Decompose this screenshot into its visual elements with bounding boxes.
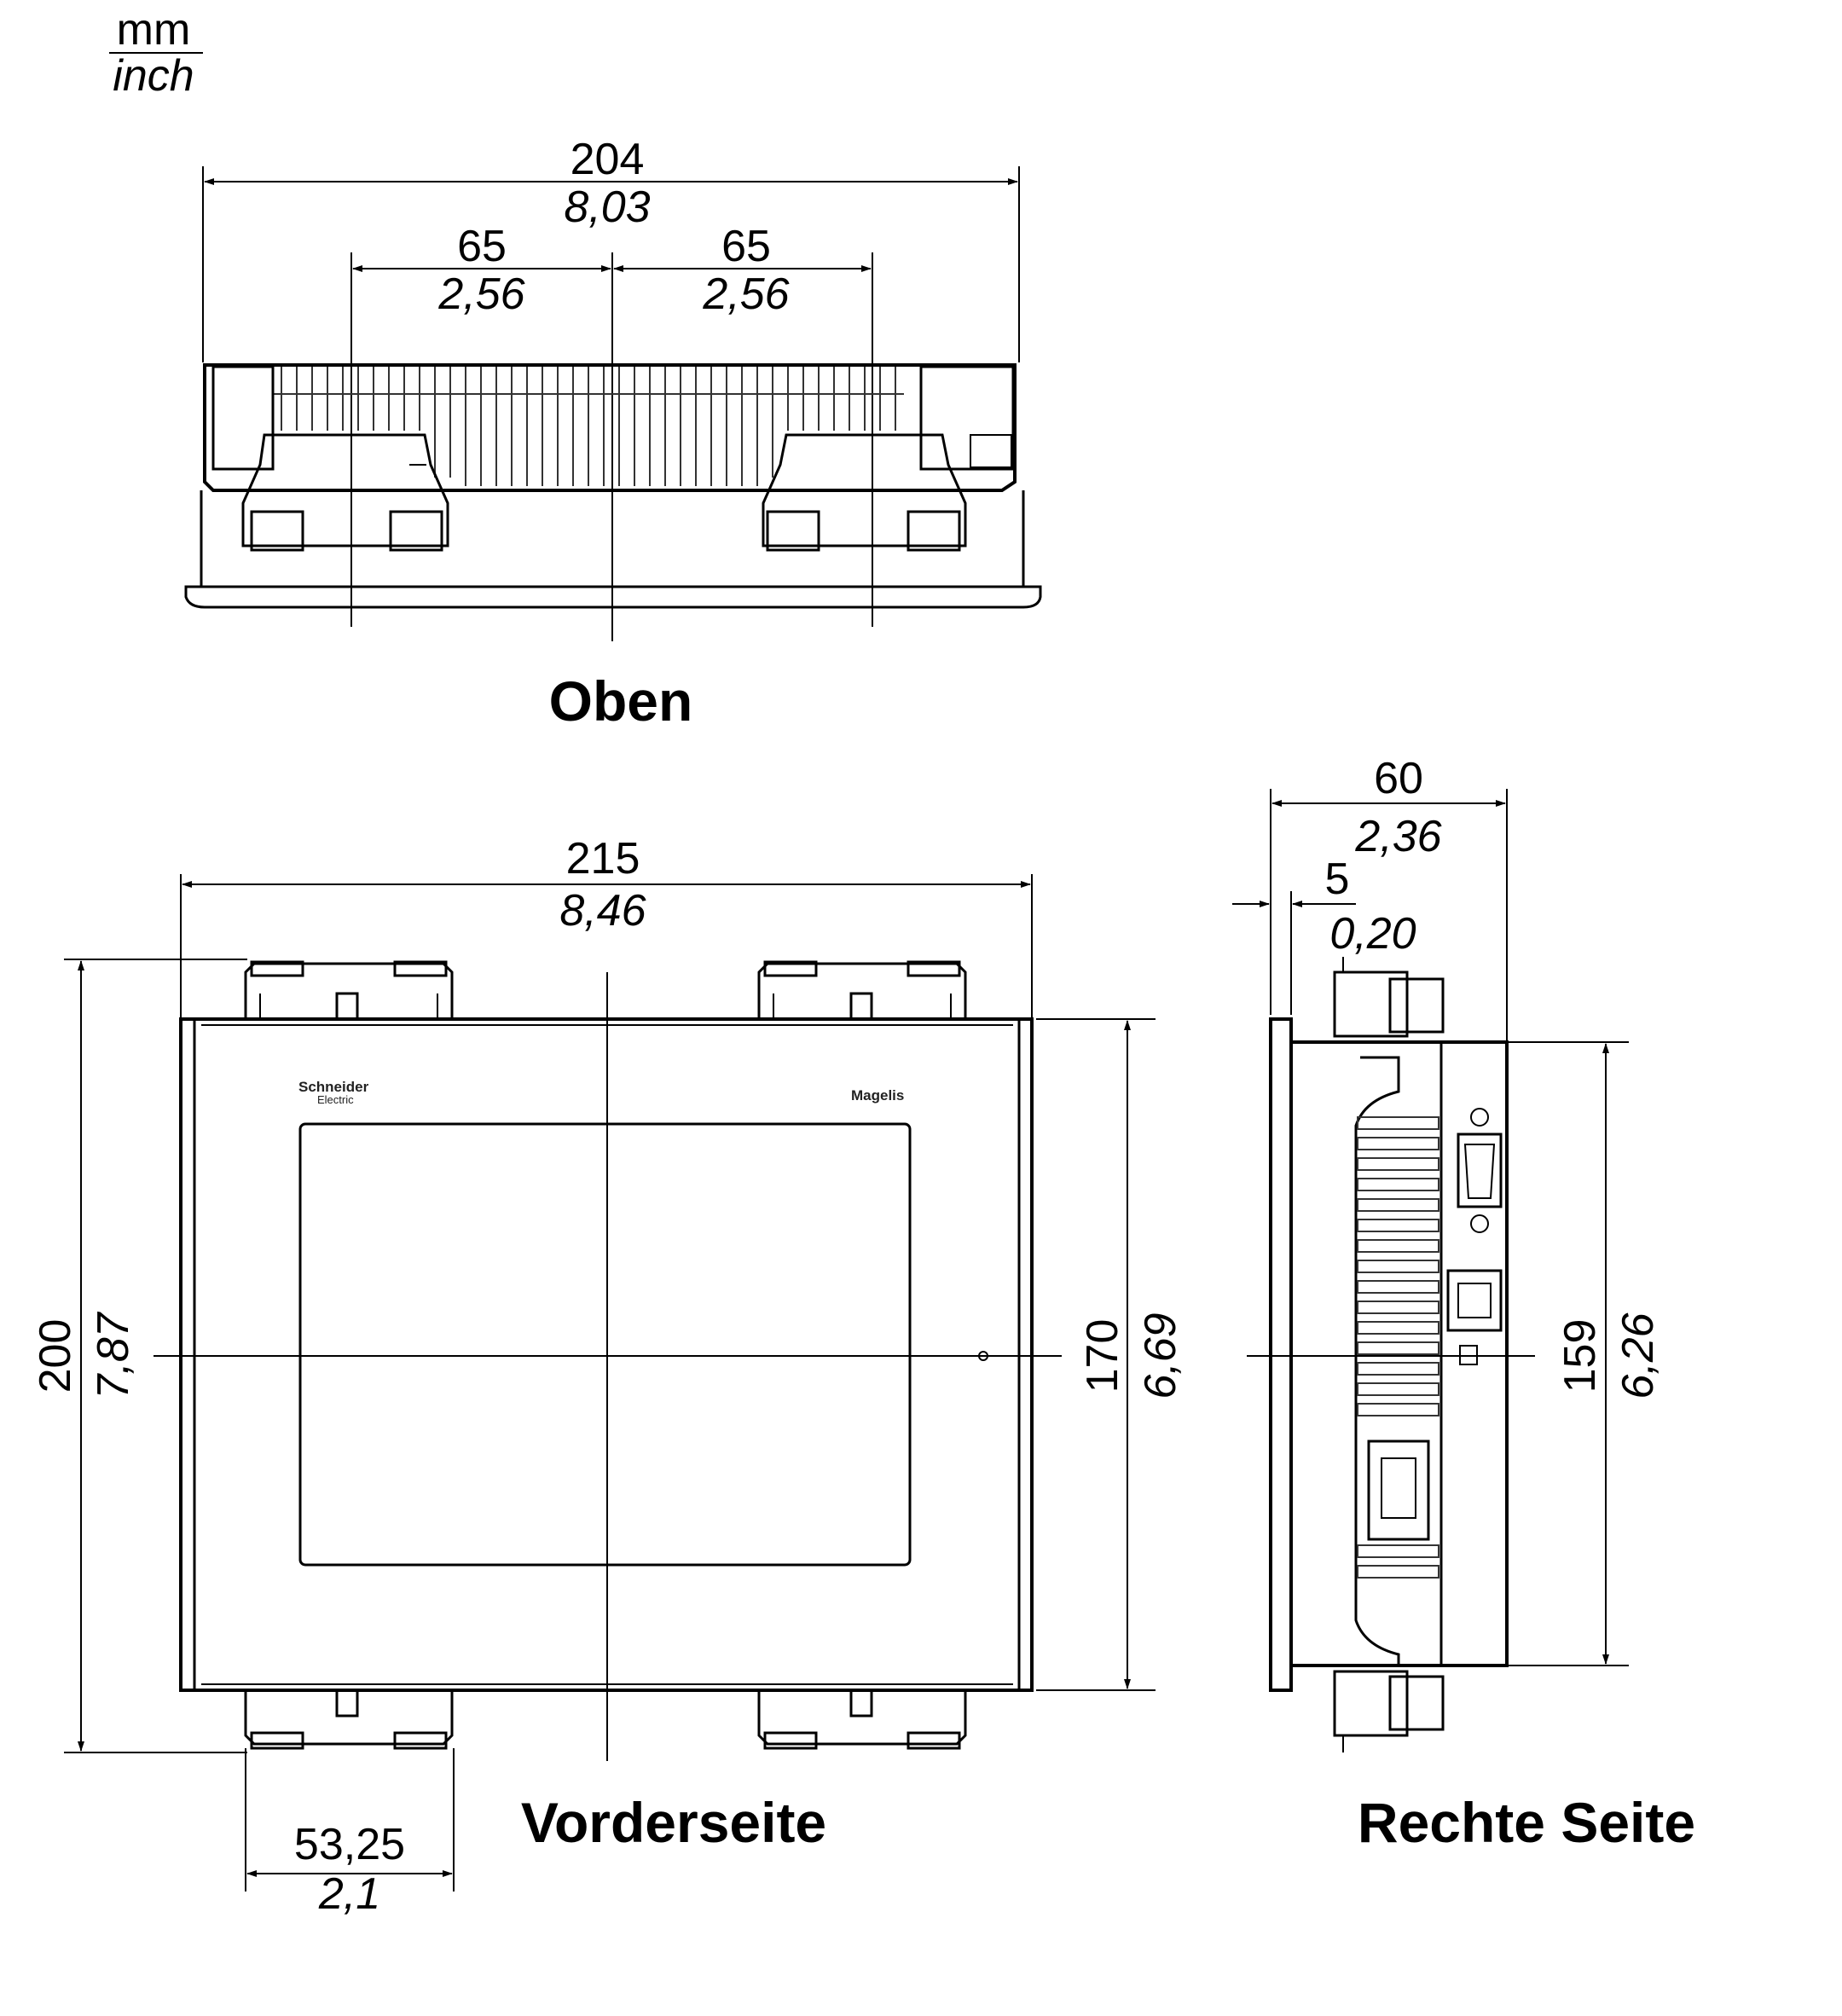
top-view: 204 8,03 65 2,56 65 2,56 [184, 135, 1042, 733]
front-screen [298, 1122, 912, 1567]
top-left-spacing-inch: 2,56 [437, 269, 524, 319]
front-width-mm: 215 [566, 834, 640, 883]
front-view: 215 8,46 200 7,87 170 6,69 [31, 834, 1185, 1919]
side-bezel-inch: 0,20 [1329, 909, 1416, 959]
side-view-title: Rechte Seite [1358, 1791, 1695, 1854]
front-width-inch: 8,46 [559, 886, 646, 936]
top-housing [184, 363, 1042, 609]
units-imperial: inch [113, 51, 194, 101]
brand-left-sub: Electric [317, 1093, 354, 1106]
front-body-height-inch: 6,69 [1136, 1312, 1185, 1399]
side-bezel-plate [1269, 1017, 1293, 1692]
top-right-spacing-inch: 2,56 [702, 269, 789, 319]
side-depth-inch: 2,36 [1354, 812, 1441, 861]
top-overall-mm: 204 [571, 135, 645, 184]
brand-right: Magelis [851, 1087, 904, 1104]
front-status-led [978, 1351, 988, 1361]
front-body-height-mm: 170 [1078, 1319, 1127, 1393]
side-clip-bottom [1333, 1670, 1409, 1737]
top-right-spacing-mm: 65 [721, 222, 771, 271]
front-view-title: Vorderseite [521, 1791, 826, 1854]
front-offset-mm: 53,25 [294, 1820, 405, 1869]
top-clip-left [241, 433, 449, 547]
units-legend: mm inch [109, 5, 203, 101]
front-clips-top [244, 960, 967, 1021]
ethernet-port [1446, 1269, 1503, 1365]
front-offset-inch: 2,1 [318, 1869, 380, 1919]
front-clips-bottom [244, 1689, 967, 1750]
top-vents [273, 367, 904, 486]
side-height-mm: 159 [1555, 1319, 1605, 1393]
top-view-title: Oben [549, 669, 693, 733]
brand-left: Schneider [298, 1079, 369, 1095]
front-height-mm: 200 [31, 1319, 80, 1393]
power-connector [1367, 1440, 1430, 1541]
front-height-inch: 7,87 [89, 1311, 138, 1399]
side-view: 60 2,36 5 0,20 159 6,26 [1232, 754, 1695, 1854]
side-bezel-mm: 5 [1325, 854, 1350, 904]
side-clip-top [1333, 970, 1409, 1038]
side-vents [1357, 1116, 1439, 1579]
side-depth-mm: 60 [1374, 754, 1423, 803]
top-clip-right [762, 433, 967, 547]
serial-port [1457, 1108, 1503, 1233]
top-overall-inch: 8,03 [564, 182, 650, 232]
units-metric: mm [117, 5, 191, 55]
top-left-spacing-mm: 65 [457, 222, 507, 271]
side-height-inch: 6,26 [1613, 1312, 1663, 1399]
